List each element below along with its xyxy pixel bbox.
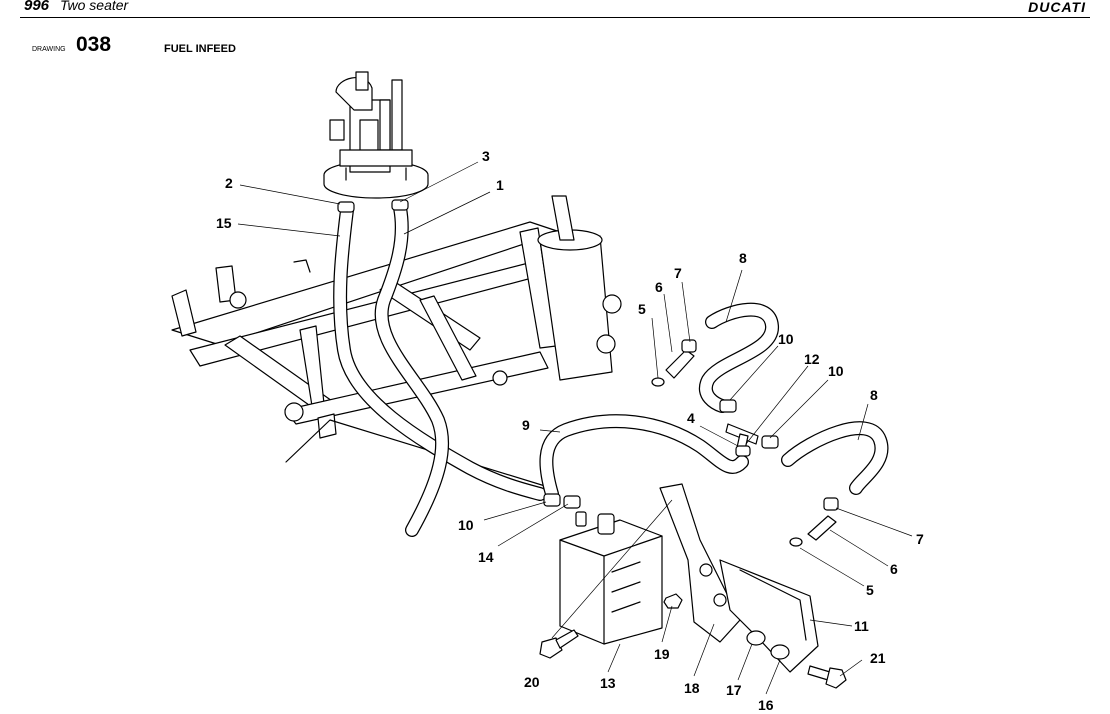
- valve-6-lower: [807, 515, 837, 541]
- callout-9: 9: [522, 417, 530, 433]
- frame: [171, 195, 622, 487]
- bracket-18: [659, 483, 741, 643]
- model-name: 996: [24, 0, 50, 14]
- clamp-3: [391, 199, 409, 211]
- clamp-14: [563, 495, 581, 509]
- washer-5-upper: [651, 377, 665, 387]
- callout-5-upper: 5: [638, 301, 646, 317]
- callout-2: 2: [225, 175, 233, 191]
- bushing-16: [770, 644, 790, 660]
- drawing-title: FUEL INFEED: [164, 43, 236, 55]
- drawing-label: DRAWING: [32, 46, 66, 53]
- clamp-10-upper: [719, 399, 737, 413]
- callout-15: 15: [216, 215, 232, 231]
- callout-6-upper: 6: [655, 279, 663, 295]
- callout-14: 14: [478, 549, 494, 565]
- leader-lines: [237, 161, 913, 695]
- hose-1: [374, 201, 450, 537]
- washer-5-lower: [789, 537, 803, 547]
- callout-1: 1: [496, 177, 504, 193]
- fuel-pump-assembly: [323, 71, 429, 199]
- screw-21: [807, 665, 847, 689]
- callout-10-upper: 10: [778, 331, 794, 347]
- bracket-11: [719, 559, 819, 673]
- callout-18: 18: [684, 680, 700, 696]
- callout-8-upper: 8: [739, 250, 747, 266]
- callout-4: 4: [687, 410, 695, 426]
- callout-13: 13: [600, 675, 616, 691]
- callout-7-upper: 7: [674, 265, 682, 281]
- callout-10-right: 10: [828, 363, 844, 379]
- hose-8-upper: [698, 302, 779, 413]
- callout-10-lower: 10: [458, 517, 474, 533]
- clamp-2: [337, 201, 355, 213]
- valve-6-upper: [665, 349, 695, 379]
- model-variant: Two seater: [60, 0, 129, 13]
- callout-19: 19: [654, 646, 670, 662]
- canister-13: [559, 511, 663, 645]
- callout-11: 11: [854, 618, 869, 634]
- callout-5-lower: 5: [866, 582, 874, 598]
- callout-12: 12: [804, 351, 820, 367]
- nut-19: [663, 593, 683, 609]
- hose-9: [539, 414, 749, 501]
- clamp-12: [735, 445, 751, 457]
- clamp-10-right: [761, 435, 779, 449]
- hose-15: [333, 203, 547, 501]
- screw-20: [539, 629, 579, 659]
- callout-3: 3: [482, 148, 490, 164]
- clamp-7-lower: [823, 497, 839, 511]
- callout-16: 16: [758, 697, 774, 713]
- header-divider: [20, 17, 1090, 18]
- callout-17: 17: [726, 682, 742, 698]
- callout-21: 21: [870, 650, 886, 666]
- clamp-10-lower: [543, 493, 561, 507]
- brand-logo: DUCATI: [1028, 0, 1086, 15]
- callout-6-lower: 6: [890, 561, 898, 577]
- drawing-number: 038: [76, 33, 112, 56]
- callout-8-lower: 8: [870, 387, 878, 403]
- clamp-7-upper: [681, 339, 697, 353]
- hose-8-lower: [781, 421, 889, 495]
- spacer-17: [746, 630, 766, 646]
- callout-20: 20: [524, 674, 540, 690]
- callout-7-lower: 7: [916, 531, 924, 547]
